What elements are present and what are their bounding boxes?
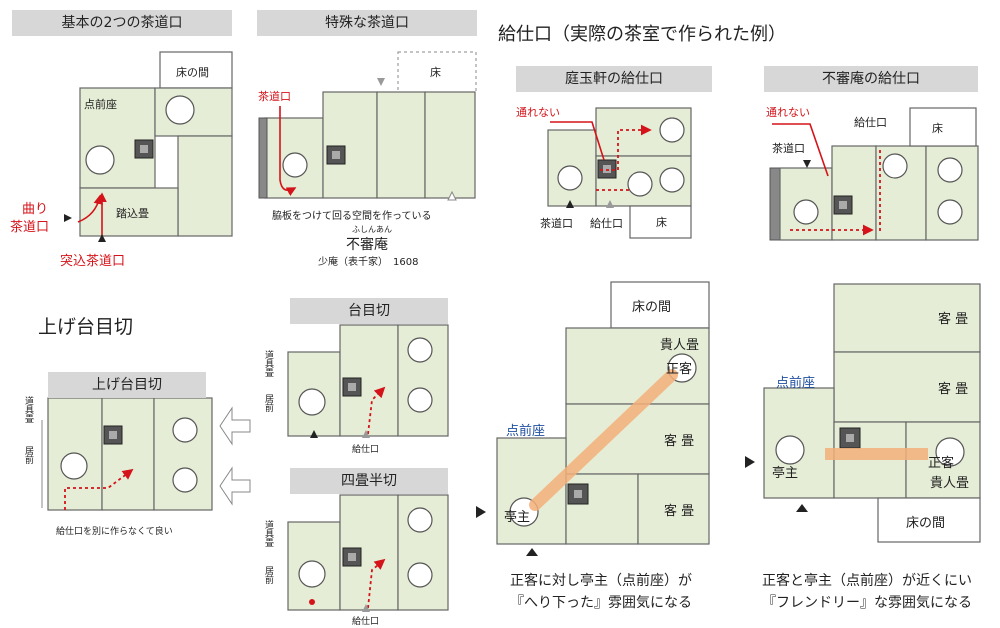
special-sadouguchi: 茶道口 [258, 90, 291, 103]
fushinan-tori: 通れない [766, 106, 810, 119]
special-name: 不審庵 [346, 237, 388, 253]
teigyoku-kyuji: 給仕口 [590, 217, 623, 230]
arrow-left-lower [219, 466, 251, 506]
hetta-kinin: 貴人畳 [660, 338, 700, 353]
fushinan-toko: 床 [932, 122, 943, 135]
basic-magari: 曲り [22, 202, 49, 217]
special-sub: 少庵（表千家） 1608 [318, 257, 419, 268]
agedaime-note: 給仕口を別に作らなくて良い [56, 527, 173, 537]
friendly-caption1: 正客と亭主（点前座）が近くにい [762, 573, 972, 589]
yojohan-plan [287, 494, 449, 612]
header-basic: 基本の2つの茶道口 [12, 10, 232, 36]
daimegiri-kyuji: 給仕口 [352, 445, 380, 455]
basic-magari-sadouguchi: 茶道口 [10, 220, 50, 235]
header-special: 特殊な茶道口 [257, 10, 477, 36]
teigyoku-toko: 床 [656, 216, 667, 229]
special-plan [258, 51, 477, 201]
hetta-kyaku2: 客 畳 [664, 504, 695, 519]
special-toko: 床 [430, 66, 441, 79]
friendly-kinin: 貴人畳 [930, 476, 970, 491]
header-daimegiri: 台目切 [290, 298, 448, 324]
header-yojohan: 四畳半切 [290, 468, 448, 494]
basic-tsukkomi: 突込茶道口 [60, 254, 126, 269]
hetta-temaeza: 点前座 [506, 424, 546, 439]
hetta-caption2: 『へり下った』雰囲気になる [510, 595, 692, 611]
friendly-tokonoma: 床の間 [906, 516, 946, 531]
friendly-temaeza: 点前座 [776, 376, 816, 391]
teigyoku-plan [547, 107, 692, 239]
hetta-caption1: 正客に対し亭主（点前座）が [510, 573, 692, 589]
yojohan-dougu: 道具畳 [263, 520, 273, 547]
header-teigyoku: 庭玉軒の給仕口 [516, 66, 712, 92]
basic-temaeza: 点前座 [84, 98, 117, 111]
hetta-kyaku: 客 畳 [664, 434, 695, 449]
friendly-kyaku2: 客 畳 [938, 382, 969, 397]
friendly-shokyaku: 正客 [928, 456, 955, 471]
daimegiri-dougu: 道具畳 [263, 350, 273, 377]
teigyoku-sadouguchi: 茶道口 [540, 217, 573, 230]
friendly-caption2: 『フレンドリー』な雰囲気になる [762, 595, 972, 611]
yojohan-iomae: 居前 [263, 566, 273, 584]
hetta-tokonoma: 床の間 [632, 300, 672, 315]
header-agedaime-box: 上げ台目切 [48, 372, 206, 398]
friendly-teishu: 亭主 [772, 466, 799, 481]
basic-tokonoma: 床の間 [176, 66, 209, 79]
header-agedaime-title: 上げ台目切 [38, 316, 134, 338]
header-kyujiguchi: 給仕口（実際の茶室で作られた例） [498, 24, 786, 45]
daimegiri-iomae: 居前 [263, 394, 273, 412]
hetta-plan [476, 281, 710, 556]
special-ruby: ふしんあん [352, 225, 392, 234]
daimegiri-plan [287, 324, 449, 438]
hetta-teishu: 亭主 [504, 510, 531, 525]
agedaime-plan [41, 397, 213, 511]
agedaime-iomae: 居前 [23, 446, 33, 464]
arrow-left-upper [219, 406, 251, 446]
hetta-shokyaku: 正客 [666, 362, 693, 377]
yojohan-kyuji: 給仕口 [352, 617, 380, 627]
basic-fumikomi: 踏込畳 [116, 207, 149, 220]
teigyoku-tori: 通れない [516, 106, 560, 119]
friendly-plan [745, 283, 981, 543]
agedaime-dougu: 道具畳 [23, 396, 33, 423]
basic-plan [64, 51, 233, 242]
fushinan-plan [769, 107, 979, 241]
fushinan-sadouguchi: 茶道口 [772, 142, 805, 155]
friendly-kyaku1: 客 畳 [938, 312, 969, 327]
fushinan-kyuji: 給仕口 [854, 116, 887, 129]
header-fushinan: 不審庵の給仕口 [764, 66, 978, 92]
special-note: 脇板をつけて回る空間を作っている [272, 211, 432, 222]
